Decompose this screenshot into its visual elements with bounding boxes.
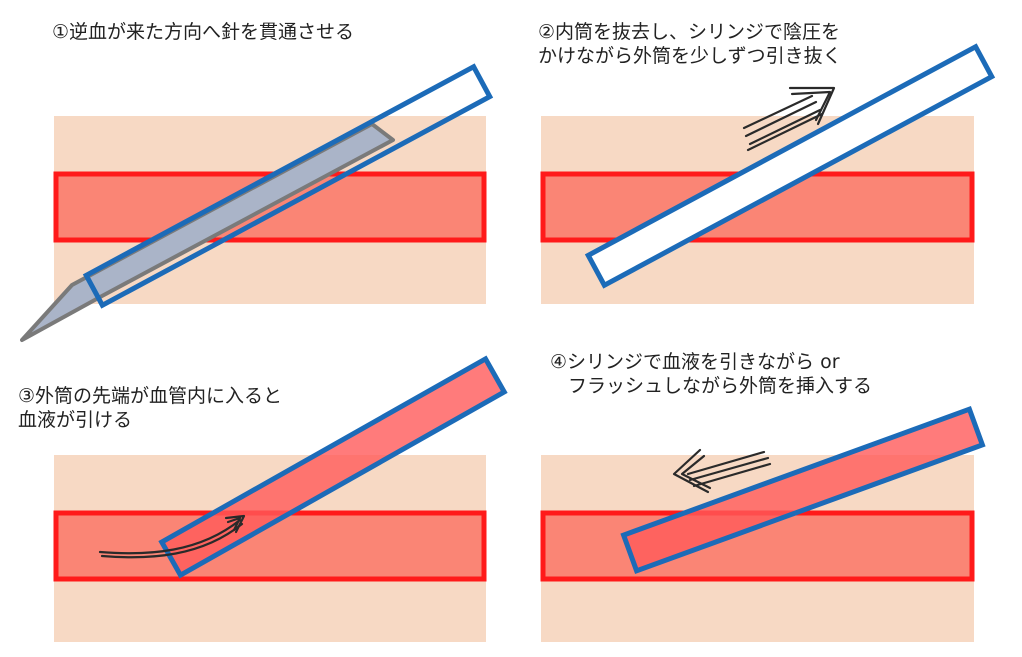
caption-step-1: ①逆血が来た方向へ針を貫通させる	[52, 20, 354, 44]
outer-catheter	[82, 63, 494, 309]
blood-flow-arrow	[98, 514, 246, 559]
insert-arrow	[672, 448, 772, 494]
caption-line: ③外筒の先端が血管内に入ると	[18, 385, 283, 407]
caption-line: ④シリンジで血液を引きながら or	[550, 351, 840, 373]
withdraw-arrow	[742, 86, 836, 152]
panel-2	[540, 43, 996, 304]
caption-line: 血液が引ける	[18, 409, 133, 431]
caption-line: ②内筒を抜去し、シリンジで陰圧を	[538, 21, 841, 43]
caption-line: フラッシュしながら外筒を挿入する	[568, 375, 873, 397]
outer-catheter-with-blood	[620, 406, 986, 574]
panel-1	[20, 63, 494, 342]
caption-line: かけながら外筒を少しずつ引き抜く	[538, 45, 842, 67]
panel-3	[53, 355, 508, 642]
panel-4	[540, 406, 986, 642]
caption-step-2: ②内筒を抜去し、シリンジで陰圧を かけながら外筒を少しずつ引き抜く	[538, 20, 842, 68]
caption-step-4: ④シリンジで血液を引きながら or フラッシュしながら外筒を挿入する	[550, 350, 872, 398]
outer-catheter	[584, 43, 996, 289]
caption-step-3: ③外筒の先端が血管内に入ると 血液が引ける	[18, 384, 282, 432]
needle	[20, 122, 395, 342]
caption-line: ①逆血が来た方向へ針を貫通させる	[52, 21, 355, 43]
outer-catheter-with-blood	[158, 355, 508, 579]
